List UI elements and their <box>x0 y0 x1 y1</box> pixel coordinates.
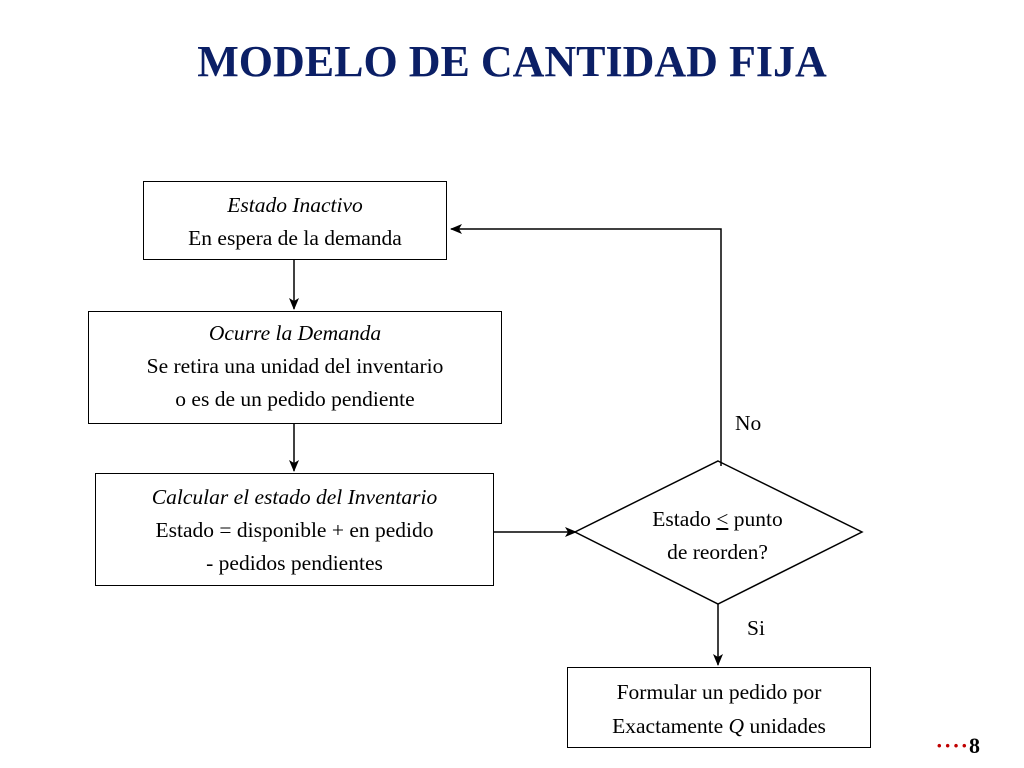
decision-symbol: < <box>716 507 729 531</box>
page-number: ····8 <box>936 733 980 759</box>
page-title: MODELO DE CANTIDAD FIJA <box>197 37 827 86</box>
edge-label-no: No <box>735 411 762 435</box>
decision-line-1: Estado < punto <box>590 503 845 536</box>
node-calc-formula-1: Estado = disponible + en pedido <box>155 518 434 542</box>
node-demand-text-2: o es de un pedido pendiente <box>175 387 415 411</box>
decision-suffix: punto <box>728 507 783 531</box>
node-demand-occurs: Ocurre la Demanda Se retira una unidad d… <box>88 311 502 424</box>
node-calc-heading: Calcular el estado del Inventario <box>151 485 438 509</box>
node-idle-heading: Estado Inactivo <box>227 193 363 217</box>
node-idle-text: En espera de la demanda <box>188 226 402 250</box>
decision-line-2: de reorden? <box>667 540 768 564</box>
node-demand-heading: Ocurre la Demanda <box>208 321 382 345</box>
arrow-no-loop-to-idle <box>450 224 722 466</box>
page-number-value: 8 <box>969 733 980 758</box>
node-idle-state: Estado Inactivo En espera de la demanda <box>143 181 447 260</box>
node-calc-formula-2: - pedidos pendientes <box>206 551 383 575</box>
node-place-order: Formular un pedido por Exactamente Q uni… <box>567 667 871 748</box>
node-order-text-1: Formular un pedido por <box>616 680 822 704</box>
page-dots: ···· <box>935 733 969 758</box>
node-order-prefix: Exactamente <box>612 714 729 738</box>
node-demand-text-1: Se retira una unidad del inventario <box>146 354 444 378</box>
decision-label: Estado < punto de reorden? <box>590 503 845 569</box>
node-order-suffix: unidades <box>744 714 826 738</box>
node-calc-inventory: Calcular el estado del Inventario Estado… <box>95 473 494 586</box>
node-order-text-2: Exactamente Q unidades <box>568 709 870 743</box>
edge-label-si: Si <box>747 616 765 640</box>
decision-prefix: Estado <box>652 507 717 531</box>
node-order-variable: Q <box>728 714 745 738</box>
